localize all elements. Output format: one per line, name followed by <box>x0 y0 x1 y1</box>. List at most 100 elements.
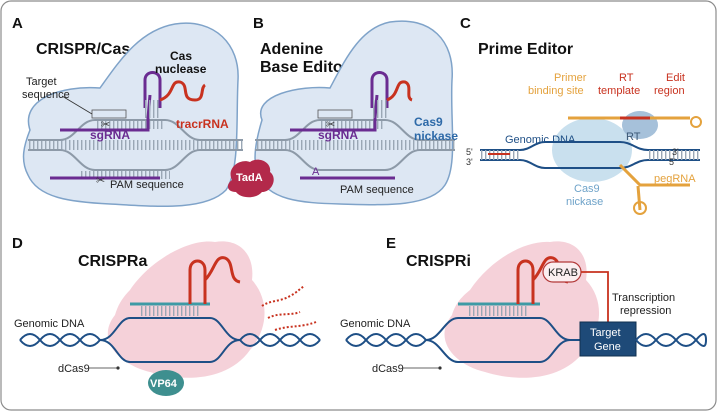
panel-d-dna-top <box>99 317 241 341</box>
three-prime-left: 3' <box>466 157 473 167</box>
three-prime-right: 3' <box>672 147 679 157</box>
pegrna-loop-top <box>690 116 702 128</box>
dcas9-pointer-dot <box>438 366 442 370</box>
panel-b-dna-rungs <box>255 140 455 150</box>
panel-a-bottom-rungs <box>80 171 170 179</box>
panel-b-hybrid-rungs <box>320 121 385 129</box>
pegrna-strand <box>618 163 690 187</box>
panel-a-hairpin <box>143 71 162 108</box>
panel-c-dna-rungs <box>648 150 700 160</box>
panel-d-dna-helix-right <box>239 333 321 347</box>
five-prime-right: 5' <box>669 157 676 167</box>
transcription-repression-label: repression <box>620 305 671 317</box>
sgrna-label: sgRNA <box>318 128 358 142</box>
edit-region-label: Edit <box>666 72 685 84</box>
scissors-icon: ✂ <box>101 119 110 131</box>
panel-c-dna-top <box>480 141 700 151</box>
panel-e-guide-rungs <box>468 306 528 316</box>
cas9-nickase-label: nickase <box>566 196 603 208</box>
rt-template-label: RT <box>619 72 634 84</box>
vp64-domain <box>148 370 184 396</box>
tracrrna-label: tracrRNA <box>176 117 229 131</box>
panel-e: E CRISPRi KRAB Target Gene Transcription… <box>340 235 707 378</box>
tada-enzyme <box>227 159 274 198</box>
panel-a-title: CRISPR/Cas <box>36 41 130 58</box>
panel-b-letter: B <box>253 15 264 32</box>
genomic-dna-label: Genomic DNA <box>505 134 576 146</box>
edit-region-label: region <box>654 85 685 97</box>
repression-connector <box>581 271 609 322</box>
panel-d-guide-rungs <box>140 306 200 316</box>
cas-nuclease-label: Cas <box>170 49 192 63</box>
cas9-nickase-label: Cas9 <box>574 183 600 195</box>
pam-sequence-label: PAM sequence <box>110 179 184 191</box>
krab-label: KRAB <box>548 267 578 279</box>
cas9-nickase-label: nickase <box>414 129 458 143</box>
panel-e-dna-helix-right <box>635 333 707 347</box>
panel-c-title: Prime Editor <box>478 41 573 58</box>
transcript <box>261 285 306 307</box>
panel-c-letter: C <box>460 15 471 32</box>
transcription-repression-label: Transcription <box>612 292 675 304</box>
panel-a-tracrrna-strand <box>159 80 207 102</box>
transcript <box>274 321 317 331</box>
panel-a-stem-rungs <box>145 100 160 118</box>
panel-e-dna-helix-left <box>345 333 427 347</box>
cas9-nickase-shape <box>552 118 632 182</box>
dcas9-pointer-dot <box>116 366 120 370</box>
panel-a-dna-bottom <box>28 149 243 171</box>
pegrna-tail <box>636 185 642 211</box>
primer-binding-site-label: binding site <box>528 85 584 97</box>
panel-d-rna-tail <box>203 256 241 284</box>
panel-b-dna-bottom <box>255 149 455 171</box>
panel-d-dna-helix-left <box>19 333 101 347</box>
panel-e-letter: E <box>386 235 396 252</box>
scissors-icon: ✂ <box>96 175 105 187</box>
panel-d-hairpin <box>188 259 207 304</box>
rt-template-label: template <box>598 85 640 97</box>
panel-d-dna-bottom <box>99 339 241 363</box>
panel-a-hybrid-rungs <box>95 121 165 129</box>
panel-b-hairpin <box>370 71 389 108</box>
target-sequence-label: Target <box>26 76 57 88</box>
panel-d-letter: D <box>12 235 23 252</box>
cas9-nickase-label: Cas9 <box>414 115 443 129</box>
dcas9-label: dCas9 <box>372 363 404 375</box>
target-gene-label: Gene <box>594 341 621 353</box>
rt-label: RT <box>626 131 641 143</box>
panel-e-title: CRISPRi <box>406 253 471 270</box>
pegrna-loop <box>633 201 647 215</box>
tada-label: TadA <box>236 172 263 184</box>
panel-d: D CRISPRa VP64 Genomic DNA dCas9 <box>12 235 321 396</box>
panel-a-dna-rungs <box>28 140 243 150</box>
panel-a-letter: A <box>12 15 23 32</box>
five-prime-left: 5' <box>466 147 473 157</box>
panel-c: C Prime Editor Primer binding site RT te… <box>460 15 702 215</box>
transcript <box>267 311 301 319</box>
genomic-dna-label: Genomic DNA <box>14 318 85 330</box>
adenine-base-label: A <box>312 166 320 178</box>
target-sequence-label: sequence <box>22 89 70 101</box>
pegrna-label: pegRNA <box>654 173 696 185</box>
sgrna-label: sgRNA <box>90 128 130 142</box>
dcas9-label: dCas9 <box>58 363 90 375</box>
genomic-dna-label: Genomic DNA <box>340 318 411 330</box>
cas-nuclease-label: nuclease <box>155 62 207 76</box>
panel-b-title: Adenine <box>260 41 323 58</box>
panel-d-title: CRISPRa <box>78 253 147 270</box>
panel-a: A CRISPR/Cas ✂ ✂ Target sequence Cas nuc… <box>12 15 243 208</box>
panel-e-hairpin <box>516 259 535 304</box>
pam-sequence-label: PAM sequence <box>340 184 414 196</box>
panel-a-dna-top <box>28 119 243 141</box>
panel-c-dna-bottom <box>480 159 700 169</box>
target-pointer <box>61 95 93 115</box>
panel-e-dna-top <box>425 317 571 341</box>
panel-b-rna-tail <box>386 80 413 102</box>
panel-b: B Adenine Base Editor ✂ Cas9 nickase sgR… <box>227 15 458 206</box>
target-gene-label: Target <box>590 327 621 339</box>
panel-b-target-box <box>317 109 353 119</box>
scissors-icon: ✂ <box>326 119 335 131</box>
primer-binding-site-label: Primer <box>554 72 587 84</box>
